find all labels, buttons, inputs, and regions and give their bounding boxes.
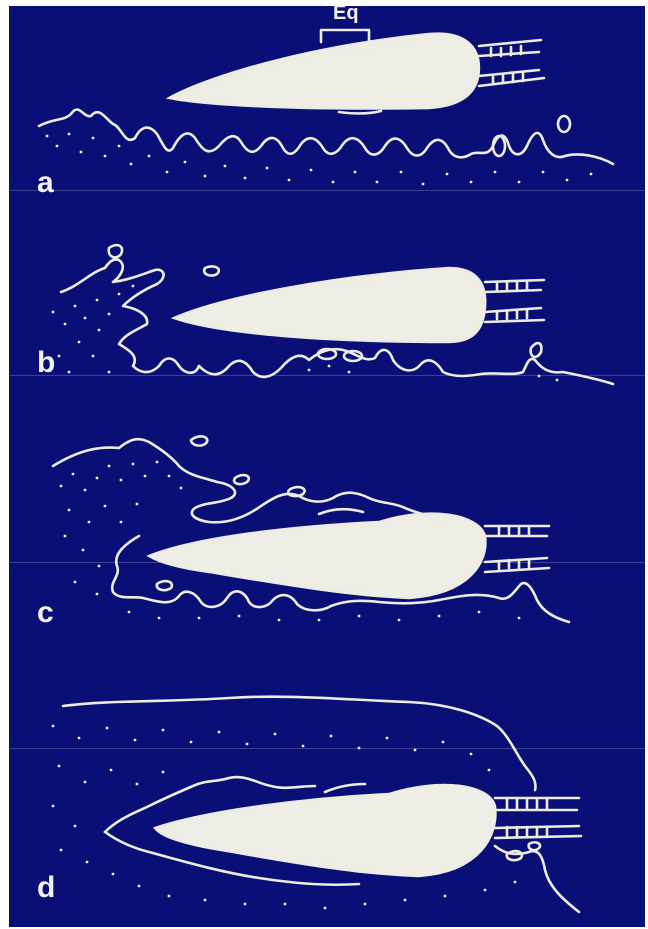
lower-streak [339, 111, 381, 113]
panel-d-drawing [9, 686, 645, 927]
eq-streak [319, 509, 363, 514]
cell-body [149, 514, 485, 598]
panel-d: d [9, 686, 645, 927]
eq-bracket [321, 30, 369, 42]
panel-a: Eq a [9, 6, 645, 196]
tissue-blob [234, 475, 249, 484]
cell-body [169, 34, 479, 109]
panel-label: d [37, 871, 55, 905]
tissue-blob [558, 116, 570, 132]
tail-ticks [497, 282, 527, 319]
tissue-blob [507, 851, 522, 860]
tail-ticks [491, 46, 523, 84]
panel-c-drawing [9, 386, 645, 626]
tissue-right [439, 583, 569, 622]
tissue-top [63, 697, 536, 790]
diagram-slide: Eq a b [9, 6, 645, 927]
tail-lines [485, 526, 549, 572]
tail-ticks [499, 527, 529, 569]
cell-body [174, 268, 485, 342]
eq-streak [325, 784, 365, 792]
tissue-blob [204, 266, 219, 275]
tissue-blob [157, 581, 172, 590]
tissue-blob [493, 136, 505, 156]
tissue-blob [529, 842, 540, 850]
panel-a-drawing [9, 6, 645, 196]
tail-ticks [507, 799, 547, 837]
panel-c: c [9, 386, 645, 626]
tissue-blob [531, 343, 542, 357]
tissue-ridge [39, 109, 613, 164]
eq-annotation: Eq [333, 6, 359, 25]
panel-label: b [37, 346, 55, 380]
tissue-ridge [199, 349, 613, 384]
panel-label: a [37, 166, 54, 200]
tail-lines [485, 280, 544, 322]
panel-b-drawing [9, 196, 645, 386]
tissue-blob [191, 436, 207, 445]
panel-b: b [9, 196, 645, 386]
panel-label: c [37, 596, 54, 630]
tissue-dots [46, 133, 593, 186]
eq-streak [321, 285, 369, 287]
tissue-blob [109, 245, 122, 257]
